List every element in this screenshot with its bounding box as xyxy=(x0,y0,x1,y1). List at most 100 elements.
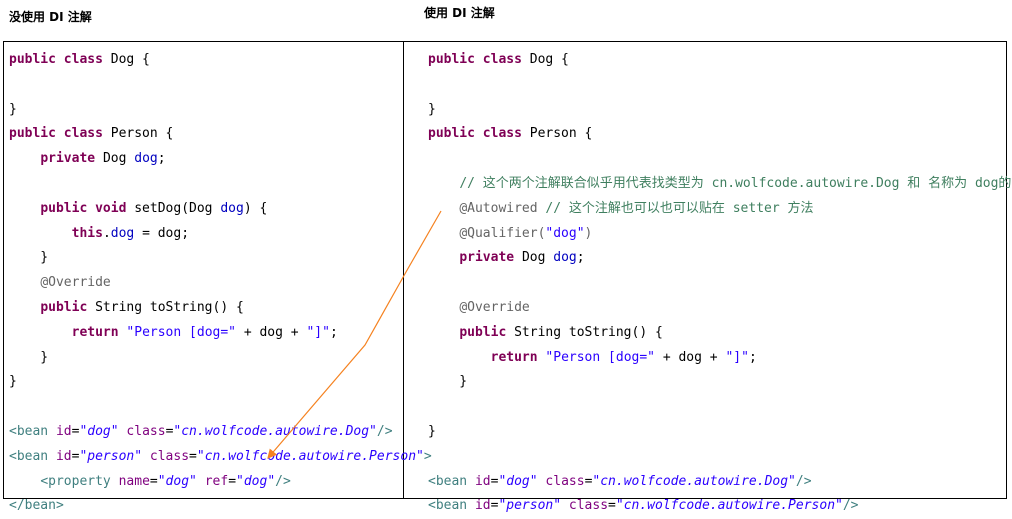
code-token xyxy=(9,201,40,216)
code-token: ; xyxy=(576,250,585,266)
code-token: return xyxy=(71,324,127,340)
right-code-line: <bean id="dog" class="cn.wolfcode.autowi… xyxy=(428,470,1012,495)
code-token: <bean xyxy=(428,473,475,489)
code-token: "cn.wolfcode.autowire.Dog" xyxy=(592,473,796,489)
code-token: } xyxy=(428,101,436,117)
code-token: "]" xyxy=(306,324,330,340)
code-token: <bean xyxy=(9,423,56,439)
code-token xyxy=(9,275,40,290)
code-token: = xyxy=(584,473,593,489)
left-code-line xyxy=(9,172,432,197)
right-code-line xyxy=(428,73,1012,98)
right-code-line: public class Person { xyxy=(428,122,1012,147)
code-token: "dog" xyxy=(498,473,538,489)
code-token: "cn.wolfcode.autowire.Dog" xyxy=(173,423,377,439)
code-token: String toString() { xyxy=(95,299,244,315)
right-code-line: public class Dog { xyxy=(428,48,1012,73)
code-token: "dog" xyxy=(79,423,119,439)
code-token: dog xyxy=(553,250,577,266)
code-token: ; xyxy=(157,151,166,167)
code-token: Dog xyxy=(521,250,554,266)
code-token xyxy=(561,498,569,513)
left-code-line: return "Person [dog=" + dog + "]"; xyxy=(9,321,432,346)
code-token xyxy=(9,226,72,241)
code-token: // 这个两个注解联合似乎用代表找类型为 cn.wolfcode.autowir… xyxy=(459,175,1012,191)
code-token: private xyxy=(459,250,522,266)
code-token xyxy=(9,325,72,340)
code-token: "Person [dog=" xyxy=(545,349,655,365)
code-token: dog xyxy=(134,151,158,167)
code-token: } xyxy=(428,423,436,439)
code-token xyxy=(9,151,40,166)
code-token: public xyxy=(40,299,96,315)
code-token xyxy=(428,325,459,340)
code-token: } xyxy=(9,374,17,390)
right-header: 使用 DI 注解 xyxy=(424,6,495,20)
code-token: Person { xyxy=(529,126,593,142)
right-code-line: } xyxy=(428,370,1012,395)
left-code-line: this.dog = dog; xyxy=(9,222,432,247)
code-token: // 这个注解也可以也可以贴在 setter 方法 xyxy=(545,200,814,216)
right-code-line: @Autowired // 这个注解也可以也可以贴在 setter 方法 xyxy=(428,197,1012,222)
left-code-line: private Dog dog; xyxy=(9,147,432,172)
code-token: "cn.wolfcode.autowire.Person" xyxy=(196,448,424,464)
right-code-line: private Dog dog; xyxy=(428,246,1012,271)
code-token: "person" xyxy=(498,498,562,514)
left-code-block: public class Dog { }public class Person … xyxy=(9,48,432,519)
code-token: "Person [dog=" xyxy=(126,324,236,340)
code-token: public void xyxy=(40,200,135,216)
code-token: = xyxy=(165,423,174,439)
code-token: = xyxy=(608,498,616,514)
right-code-line xyxy=(428,445,1012,470)
code-token: public xyxy=(459,324,515,340)
code-token: id xyxy=(474,498,491,514)
code-token: ; xyxy=(748,349,757,365)
code-token: Person { xyxy=(110,126,174,142)
code-token: = xyxy=(71,448,80,464)
code-token xyxy=(197,474,205,489)
code-token: "cn.wolfcode.autowire.Person" xyxy=(615,498,843,514)
code-token: = xyxy=(149,473,158,489)
code-token: dog xyxy=(110,225,135,241)
code-token: </bean> xyxy=(9,498,64,514)
code-token: class xyxy=(149,448,190,464)
code-token: public class xyxy=(428,52,530,67)
code-token: class xyxy=(126,423,166,439)
right-code-line: @Override xyxy=(428,296,1012,321)
right-code-block: public class Dog { } public class Person … xyxy=(428,48,1012,519)
left-code-line: <bean id="person" class="cn.wolfcode.aut… xyxy=(9,445,432,470)
left-code-line: public String toString() { xyxy=(9,296,432,321)
code-token: ref xyxy=(204,473,229,489)
code-token: } xyxy=(9,250,49,266)
code-token: "dog" xyxy=(157,473,197,489)
code-token xyxy=(428,250,459,265)
code-token: @Autowired xyxy=(459,200,538,216)
left-code-line: <property name="dog" ref="dog"/> xyxy=(9,470,432,495)
code-token: "dog" xyxy=(545,225,585,241)
code-token: @Override xyxy=(459,299,530,315)
right-code-line: // 这个两个注解联合似乎用代表找类型为 cn.wolfcode.autowir… xyxy=(428,172,1012,197)
code-token: dog xyxy=(220,200,244,216)
left-code-line: } xyxy=(9,346,432,371)
code-token: private xyxy=(40,151,103,167)
code-token: /> xyxy=(795,473,812,489)
code-token: } xyxy=(428,374,468,390)
left-code-line: @Override xyxy=(9,271,432,296)
code-token: "]" xyxy=(725,349,749,365)
code-token: Dog { xyxy=(529,52,569,67)
code-token: return xyxy=(490,349,546,365)
code-token xyxy=(9,300,40,315)
code-token: <bean xyxy=(428,498,475,514)
left-code-line: } xyxy=(9,246,432,271)
code-token: public class xyxy=(428,126,530,142)
code-token: "person" xyxy=(79,448,143,464)
code-token xyxy=(428,300,459,315)
right-code-line xyxy=(428,395,1012,420)
comparison-table xyxy=(3,41,1007,499)
code-token: public class xyxy=(9,52,111,67)
left-code-line: public void setDog(Dog dog) { xyxy=(9,197,432,222)
right-code-line: } xyxy=(428,420,1012,445)
code-token: id xyxy=(55,423,72,439)
code-token: + dog + xyxy=(236,324,307,340)
code-token: this xyxy=(71,225,103,241)
